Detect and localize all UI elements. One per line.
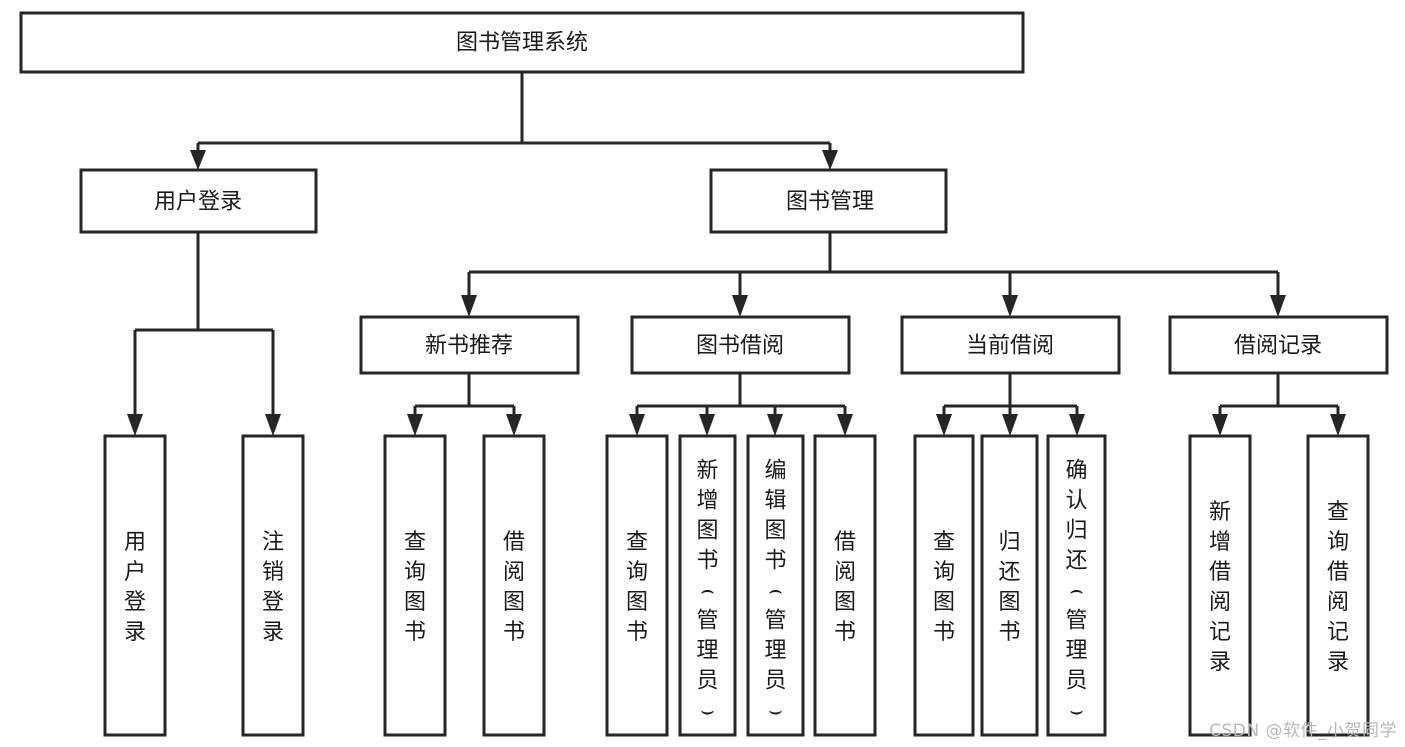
connectors-root-to-level2 (190, 72, 838, 170)
csdn-watermark: CSDN @软件_小贺同学 (1209, 721, 1397, 741)
connectors-user-login-to-leaves (127, 232, 281, 436)
node-leaf-user-login-box[interactable] (103, 434, 167, 737)
connectors-book-manage-to-level3 (461, 232, 1286, 317)
arrow-head-leaf-query-book-rec (407, 414, 423, 436)
node-leaf-user-login-label: 用户登录 (124, 530, 146, 645)
node-user-login-label: 用户登录 (154, 190, 242, 215)
node-leaf-query-borrow-record[interactable]: 查询借阅记录 (1306, 434, 1370, 737)
arrow-head-leaf-borrow-book (837, 414, 853, 436)
node-current-borrow-label: 当前借阅 (966, 334, 1054, 359)
node-leaf-query-book-cur-box[interactable] (913, 434, 975, 737)
arrow-head-leaf-borrow-book-rec (506, 414, 522, 436)
node-new-book-recommend[interactable]: 新书推荐 (359, 315, 580, 375)
node-leaf-add-borrow-record[interactable]: 新增借阅记录 (1188, 434, 1252, 737)
node-new-book-recommend-box[interactable] (359, 315, 580, 375)
node-leaf-logout[interactable]: 注销登录 (241, 434, 305, 737)
node-book-manage[interactable]: 图书管理 (709, 168, 948, 234)
node-leaf-query-book-borrow-box[interactable] (605, 434, 669, 737)
node-book-manage-box[interactable] (709, 168, 948, 234)
arrow-head-leaf-add-book-admin (699, 414, 715, 436)
node-leaf-borrow-book-rec-box[interactable] (482, 434, 546, 737)
arrow-head-leaf-query-borrow-record (1330, 414, 1346, 436)
node-leaf-borrow-book-rec[interactable]: 借阅图书 (482, 434, 546, 737)
node-book-manage-label: 图书管理 (786, 190, 874, 215)
node-leaf-user-login[interactable]: 用户登录 (103, 434, 167, 737)
node-leaf-confirm-return-admin-label: 确认归还⌢管理员⌣ (1065, 458, 1087, 723)
node-leaf-add-book-admin-label: 新增图书⌢管理员⌣ (696, 458, 718, 723)
node-root[interactable]: 图书管理系统 (19, 11, 1025, 74)
node-user-login[interactable]: 用户登录 (79, 168, 318, 234)
node-current-borrow[interactable]: 当前借阅 (900, 315, 1121, 375)
arrow-head-leaf-add-borrow-record (1212, 414, 1228, 436)
arrow-head-book-borrow (732, 295, 748, 317)
node-leaf-return-book[interactable]: 归还图书 (980, 434, 1039, 737)
node-book-borrow-box[interactable] (630, 315, 851, 375)
node-book-borrow[interactable]: 图书借阅 (630, 315, 851, 375)
leaf-node-layer: 用户登录 注销登录 查询图书 借阅图书 查询图书 新增图书⌢管理员⌣ 编辑图书⌢管理员⌣ 借阅… (103, 434, 1370, 737)
arrow-head-to-user-login (190, 150, 206, 170)
connectors-new-book-recommend-to-leaves (407, 373, 522, 436)
node-book-borrow-label: 图书借阅 (696, 334, 784, 359)
node-new-book-recommend-label: 新书推荐 (425, 334, 513, 359)
arrow-head-leaf-confirm-return-admin (1069, 414, 1085, 436)
node-leaf-borrow-book-box[interactable] (813, 434, 877, 737)
node-borrow-record[interactable]: 借阅记录 (1168, 315, 1389, 375)
arrow-head-current-borrow (1002, 295, 1018, 317)
node-borrow-record-label: 借阅记录 (1234, 334, 1322, 359)
node-leaf-edit-book-admin[interactable]: 编辑图书⌢管理员⌣ (746, 434, 805, 737)
connectors-borrow-record-to-leaves (1212, 373, 1346, 436)
node-leaf-query-book-rec[interactable]: 查询图书 (383, 434, 447, 737)
node-leaf-edit-book-admin-label: 编辑图书⌢管理员⌣ (764, 458, 786, 723)
arrow-head-leaf-return-book (1002, 414, 1018, 436)
node-leaf-query-book-rec-label: 查询图书 (404, 530, 426, 645)
arrow-head-borrow-record (1270, 295, 1286, 317)
node-leaf-borrow-book[interactable]: 借阅图书 (813, 434, 877, 737)
arrow-head-new-book-recommend (461, 295, 477, 317)
arrow-head-leaf-edit-book-admin (767, 414, 783, 436)
node-leaf-return-book-box[interactable] (980, 434, 1039, 737)
node-leaf-query-book-cur-label: 查询图书 (933, 530, 955, 645)
node-leaf-edit-book-admin-box[interactable] (746, 434, 805, 737)
node-leaf-query-borrow-record-box[interactable] (1306, 434, 1370, 737)
node-borrow-record-box[interactable] (1168, 315, 1389, 375)
node-leaf-borrow-book-label: 借阅图书 (834, 530, 856, 645)
node-leaf-query-book-borrow[interactable]: 查询图书 (605, 434, 669, 737)
node-leaf-query-book-cur[interactable]: 查询图书 (913, 434, 975, 737)
node-current-borrow-box[interactable] (900, 315, 1121, 375)
node-leaf-query-book-rec-box[interactable] (383, 434, 447, 737)
node-root-box[interactable] (19, 11, 1025, 74)
node-leaf-query-book-borrow-label: 查询图书 (626, 530, 648, 645)
node-root-label: 图书管理系统 (456, 31, 588, 56)
arrow-head-leaf-logout (265, 414, 281, 436)
node-leaf-borrow-book-rec-label: 借阅图书 (503, 530, 525, 645)
node-leaf-return-book-label: 归还图书 (998, 530, 1020, 645)
connectors-current-borrow-to-leaves (936, 373, 1085, 436)
arrow-head-leaf-query-book-borrow (629, 414, 645, 436)
node-leaf-confirm-return-admin[interactable]: 确认归还⌢管理员⌣ (1046, 434, 1107, 737)
node-leaf-add-book-admin-box[interactable] (678, 434, 737, 737)
node-leaf-query-borrow-record-label: 查询借阅记录 (1327, 500, 1349, 675)
node-user-login-box[interactable] (79, 168, 318, 234)
node-leaf-add-borrow-record-box[interactable] (1188, 434, 1252, 737)
node-leaf-add-book-admin[interactable]: 新增图书⌢管理员⌣ (678, 434, 737, 737)
connectors-book-borrow-to-leaves (629, 373, 853, 436)
node-leaf-add-borrow-record-label: 新增借阅记录 (1209, 500, 1231, 675)
node-leaf-logout-label: 注销登录 (262, 530, 284, 645)
node-leaf-logout-box[interactable] (241, 434, 305, 737)
arrow-head-leaf-query-book-cur (936, 414, 952, 436)
node-leaf-confirm-return-admin-box[interactable] (1046, 434, 1107, 737)
arrow-head-to-book-manage (822, 150, 838, 170)
arrow-head-leaf-user-login (127, 414, 143, 436)
